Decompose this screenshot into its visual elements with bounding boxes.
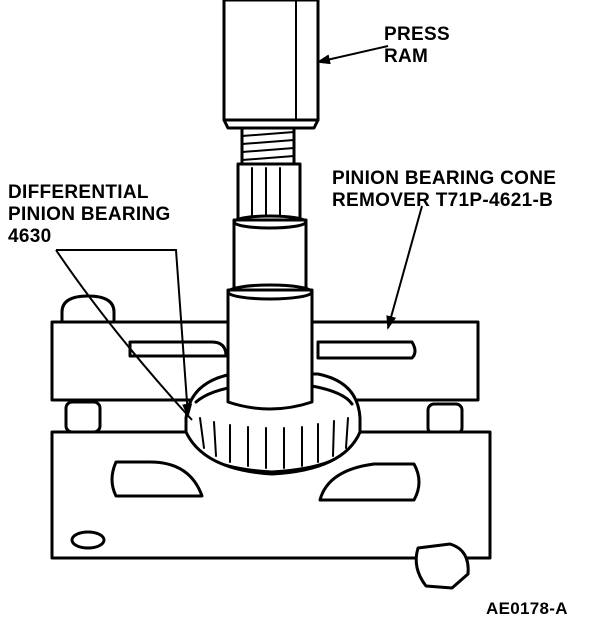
front-plate-slot-left — [110, 460, 204, 498]
bearing-label: DIFFERENTIAL PINION BEARING 4630 — [8, 182, 171, 247]
press-ram-label-line-1: PRESS — [384, 24, 450, 45]
side-bolt-left — [64, 400, 102, 434]
pinion-shaft — [226, 126, 314, 411]
press-ram-label-line-2: RAM — [384, 46, 428, 67]
shaft-lower-section — [226, 288, 314, 411]
shaft-splines — [236, 162, 302, 222]
front-plate-slot-right — [318, 462, 421, 502]
press-ram-body — [222, 0, 320, 122]
bearing-label-line-1: DIFFERENTIAL — [8, 182, 149, 203]
back-plate-slot-left — [128, 340, 228, 358]
front-plate-hole — [70, 530, 106, 550]
back-plate-slot-right — [316, 340, 417, 360]
remover-label: PINION BEARING CONE REMOVER T71P-4621-B — [332, 168, 556, 211]
press-ram-label: PRESS RAM — [384, 24, 450, 67]
bearing-label-line-2: PINION BEARING — [8, 204, 171, 225]
shaft-upper-section — [232, 218, 308, 292]
leader-lines — [55, 45, 423, 421]
rear-bolt-head-left — [60, 294, 116, 324]
front-bolt-head-right — [414, 542, 470, 590]
remover-label-line-2: REMOVER T71P-4621-B — [332, 190, 553, 211]
bearing-label-line-3: 4630 — [8, 226, 51, 247]
remover-label-line-1: PINION BEARING CONE — [332, 168, 556, 189]
press-ram — [222, 0, 320, 130]
figure-code: AE0178-A — [486, 599, 568, 618]
remover-front-plate-group — [50, 430, 492, 590]
side-bolt-right — [426, 402, 464, 436]
